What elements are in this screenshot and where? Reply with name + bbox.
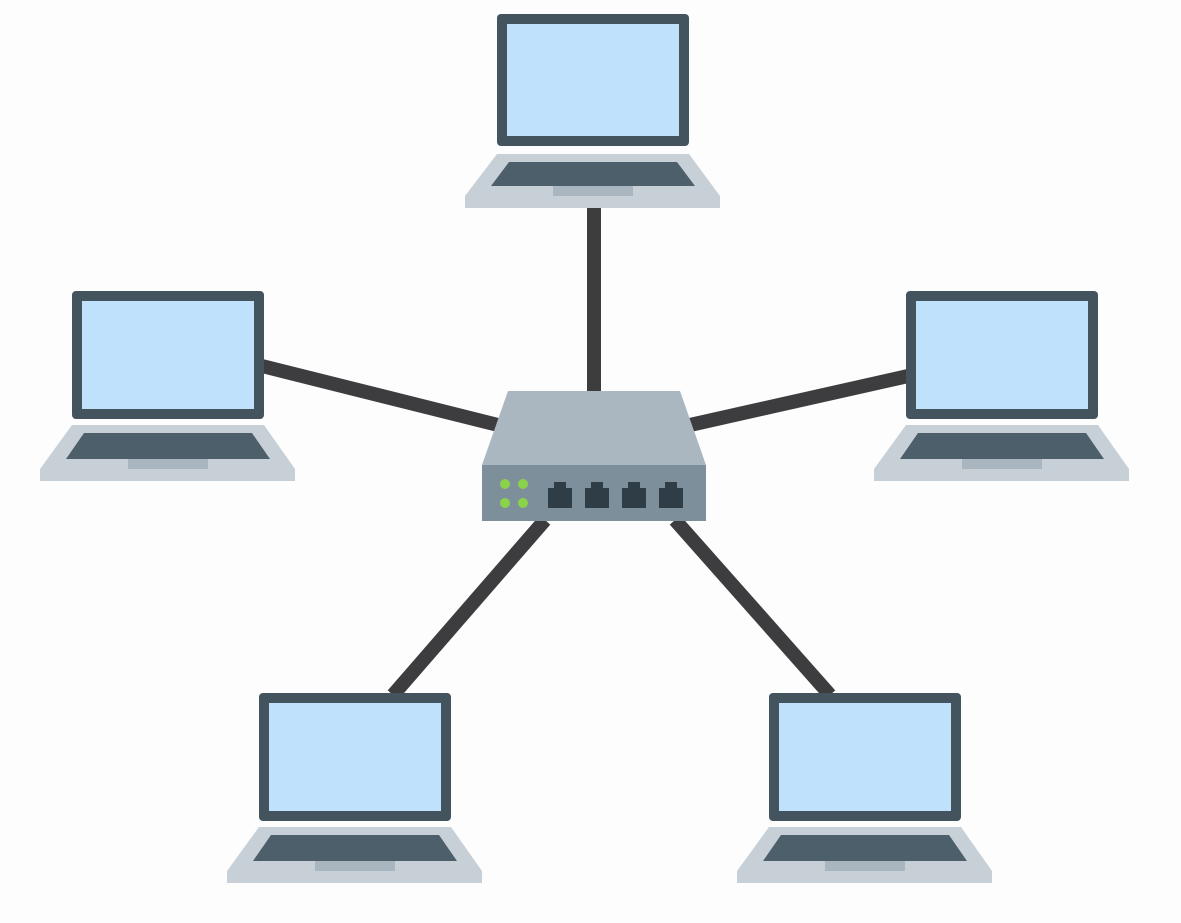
laptop-screen (82, 301, 254, 409)
switch-status-lights (500, 479, 528, 508)
laptop-lower-right (737, 693, 992, 883)
laptop-foot (874, 469, 1129, 481)
laptop-keyboard (253, 835, 457, 861)
cable-upper-left (260, 359, 500, 432)
laptop-screen (269, 703, 441, 811)
status-light (500, 498, 510, 508)
laptop-trackpad (128, 459, 208, 469)
laptop-top (465, 14, 720, 208)
status-light (518, 479, 528, 489)
laptop-foot (737, 871, 992, 883)
laptop-keyboard (66, 433, 270, 459)
ethernet-port-icon (622, 482, 646, 508)
cable-lower-right (669, 515, 836, 700)
laptop-screen (507, 24, 679, 136)
ethernet-port-icon (585, 482, 609, 508)
cable-upper-right (688, 369, 910, 432)
laptop-keyboard (900, 433, 1104, 459)
laptop-screen (916, 301, 1088, 409)
laptop-foot (227, 871, 482, 883)
laptop-keyboard (763, 835, 967, 861)
switch-ports (548, 482, 683, 508)
cables (260, 205, 910, 700)
laptop-foot (465, 196, 720, 208)
laptop-screen (779, 703, 951, 811)
laptop-trackpad (553, 186, 633, 196)
switch-top (482, 391, 706, 465)
cable-lower-left (387, 515, 551, 700)
status-light (500, 479, 510, 489)
ethernet-port-icon (659, 482, 683, 508)
laptop-trackpad (825, 861, 905, 871)
network-switch (482, 391, 706, 521)
laptop-upper-left (40, 291, 295, 481)
laptop-upper-right (874, 291, 1129, 481)
status-light (518, 498, 528, 508)
laptop-trackpad (962, 459, 1042, 469)
laptop-lower-left (227, 693, 482, 883)
laptop-trackpad (315, 861, 395, 871)
laptop-foot (40, 469, 295, 481)
ethernet-port-icon (548, 482, 572, 508)
laptop-keyboard (491, 162, 695, 186)
